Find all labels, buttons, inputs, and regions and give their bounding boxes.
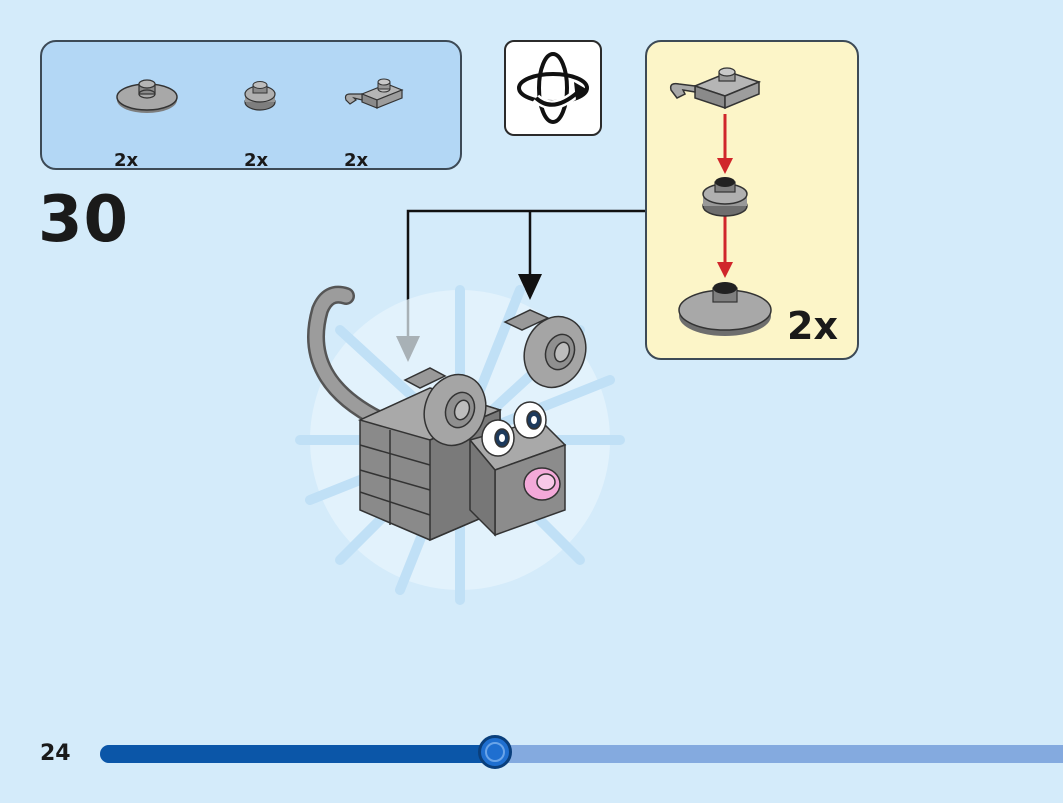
round-plate-small-icon [244,81,276,111]
part-round-tile-large: 2x [112,72,192,171]
round-tile-large-icon [678,282,772,336]
mouse-eye-left [481,419,515,457]
progress-bar-fill [100,745,495,763]
progress-bar [100,745,1063,763]
sub-assembly-diagram [669,67,772,336]
mouse-eye-right [513,401,547,439]
clip-plate-icon [344,78,404,109]
rotate-model-icon [517,52,589,124]
part-quantity: 2x [114,150,139,171]
mouse-ear-right [503,309,587,389]
parts-list-box: 2x 2x 2x [40,40,462,171]
sub-assembly-quantity: 2x [787,304,838,348]
page-number: 24 [40,741,71,766]
part-round-plate-small: 2x [238,72,318,171]
sub-assembly-box: 2x [645,40,859,360]
rotate-indicator [504,40,602,136]
mouse-nose [523,467,561,501]
step-number: 30 [38,183,130,257]
part-clip-plate: 2x [342,72,422,171]
progress-indicator-knob [477,735,512,769]
mouse-model-illustration [295,285,625,605]
placement-arrow-right [518,274,542,300]
round-tile-large-icon [116,79,178,113]
clip-plate-icon [669,67,762,110]
round-plate-small-icon [702,177,748,217]
mouse-ear-left [403,367,487,447]
part-quantity: 2x [244,150,269,171]
part-quantity: 2x [344,150,369,171]
